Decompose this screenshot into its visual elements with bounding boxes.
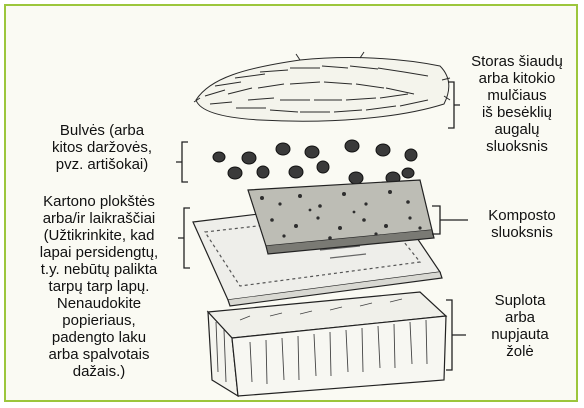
label-straw-mulch: Storas šiaudų arba kitokio mulčiaus iš b… xyxy=(458,53,576,155)
bracket-compost xyxy=(432,206,468,234)
straw-mulch-layer xyxy=(194,52,450,121)
label-potatoes: Bulvės (arba kitos daržovės, pvz. artišo… xyxy=(22,122,182,173)
potatoes-layer xyxy=(213,140,417,184)
label-compost: Komposto sluoksnis xyxy=(474,207,570,241)
label-cardboard: Kartono plokštės arba/ir laikraščiai (Už… xyxy=(14,193,184,380)
bracket-grass xyxy=(446,300,466,370)
grass-layer xyxy=(208,292,446,396)
label-grass: Suplota arba nupjauta žolė xyxy=(470,292,570,360)
